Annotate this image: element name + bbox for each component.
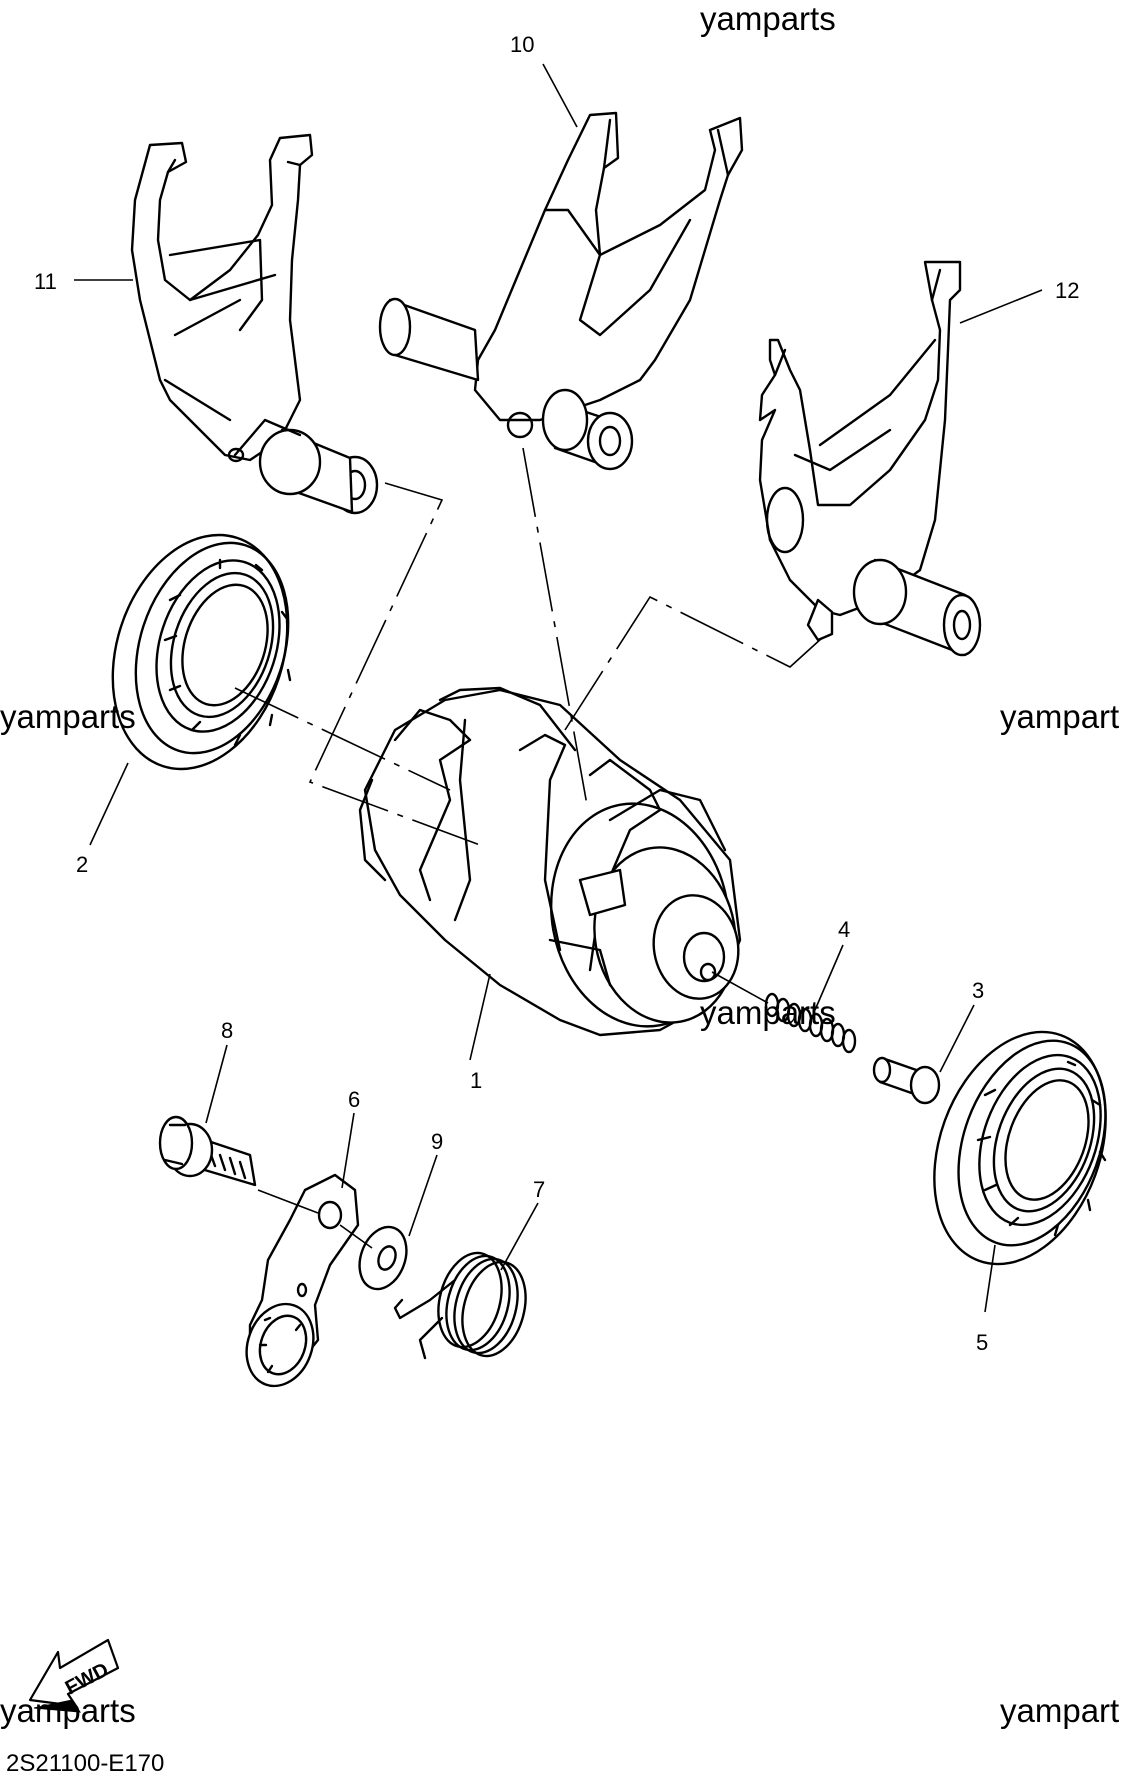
spring-4 bbox=[764, 992, 857, 1054]
pin-3 bbox=[872, 1056, 941, 1105]
callout-8: 8 bbox=[221, 1018, 233, 1043]
callout-numbers: 1 2 3 4 5 6 7 8 9 10 11 12 bbox=[34, 32, 1079, 1355]
callout-7: 7 bbox=[533, 1177, 545, 1202]
callout-3: 3 bbox=[972, 978, 984, 1003]
callout-9: 9 bbox=[431, 1129, 443, 1154]
callout-6: 6 bbox=[348, 1087, 360, 1112]
callout-12: 12 bbox=[1055, 278, 1079, 303]
bearing-5 bbox=[933, 1030, 1107, 1266]
shift-fork-12 bbox=[758, 260, 982, 657]
torsion-spring-7 bbox=[393, 1251, 527, 1360]
watermark-bottom-left: yamparts bbox=[0, 1692, 136, 1729]
bolt-8 bbox=[158, 1115, 257, 1187]
shift-drum-1 bbox=[358, 686, 742, 1037]
bearing-2 bbox=[111, 533, 292, 771]
leader-lines bbox=[74, 63, 1043, 1313]
shift-fork-11 bbox=[130, 133, 379, 515]
callout-1: 1 bbox=[470, 1068, 482, 1093]
watermark-mid-right: yampart bbox=[1000, 698, 1120, 735]
callout-2: 2 bbox=[76, 852, 88, 877]
watermark-center: yamparts bbox=[700, 994, 836, 1031]
diagram-code: 2S21100-E170 bbox=[6, 1750, 165, 1777]
washer-9 bbox=[358, 1225, 408, 1291]
callout-5: 5 bbox=[976, 1330, 988, 1355]
callout-4: 4 bbox=[838, 917, 850, 942]
callout-11: 11 bbox=[34, 269, 57, 294]
watermark-top: yamparts bbox=[700, 0, 836, 37]
callout-10: 10 bbox=[510, 32, 534, 57]
stopper-lever-6 bbox=[245, 1173, 360, 1388]
watermark-bottom-right: yampart bbox=[1000, 1692, 1120, 1729]
shift-fork-10 bbox=[378, 111, 744, 471]
assembly-lines bbox=[234, 447, 823, 1249]
watermark-mid-left: yamparts bbox=[0, 698, 136, 735]
